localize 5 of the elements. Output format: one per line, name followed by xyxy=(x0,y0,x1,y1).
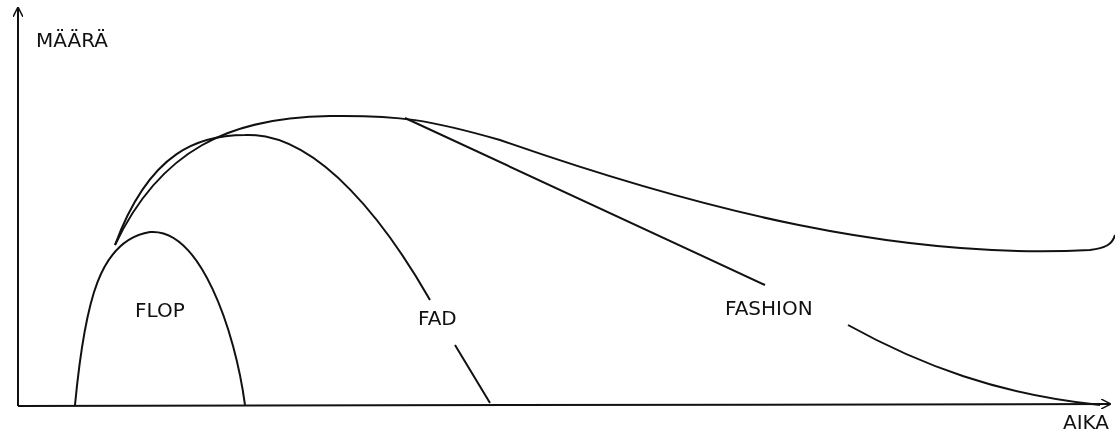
curve-label: FLOP xyxy=(135,300,185,320)
y-axis-label: MÄÄRÄ xyxy=(36,30,108,50)
curve-label: FASHION xyxy=(725,298,813,318)
curve-label: FAD xyxy=(418,308,457,328)
x-axis-label: AIKA xyxy=(1063,412,1110,432)
